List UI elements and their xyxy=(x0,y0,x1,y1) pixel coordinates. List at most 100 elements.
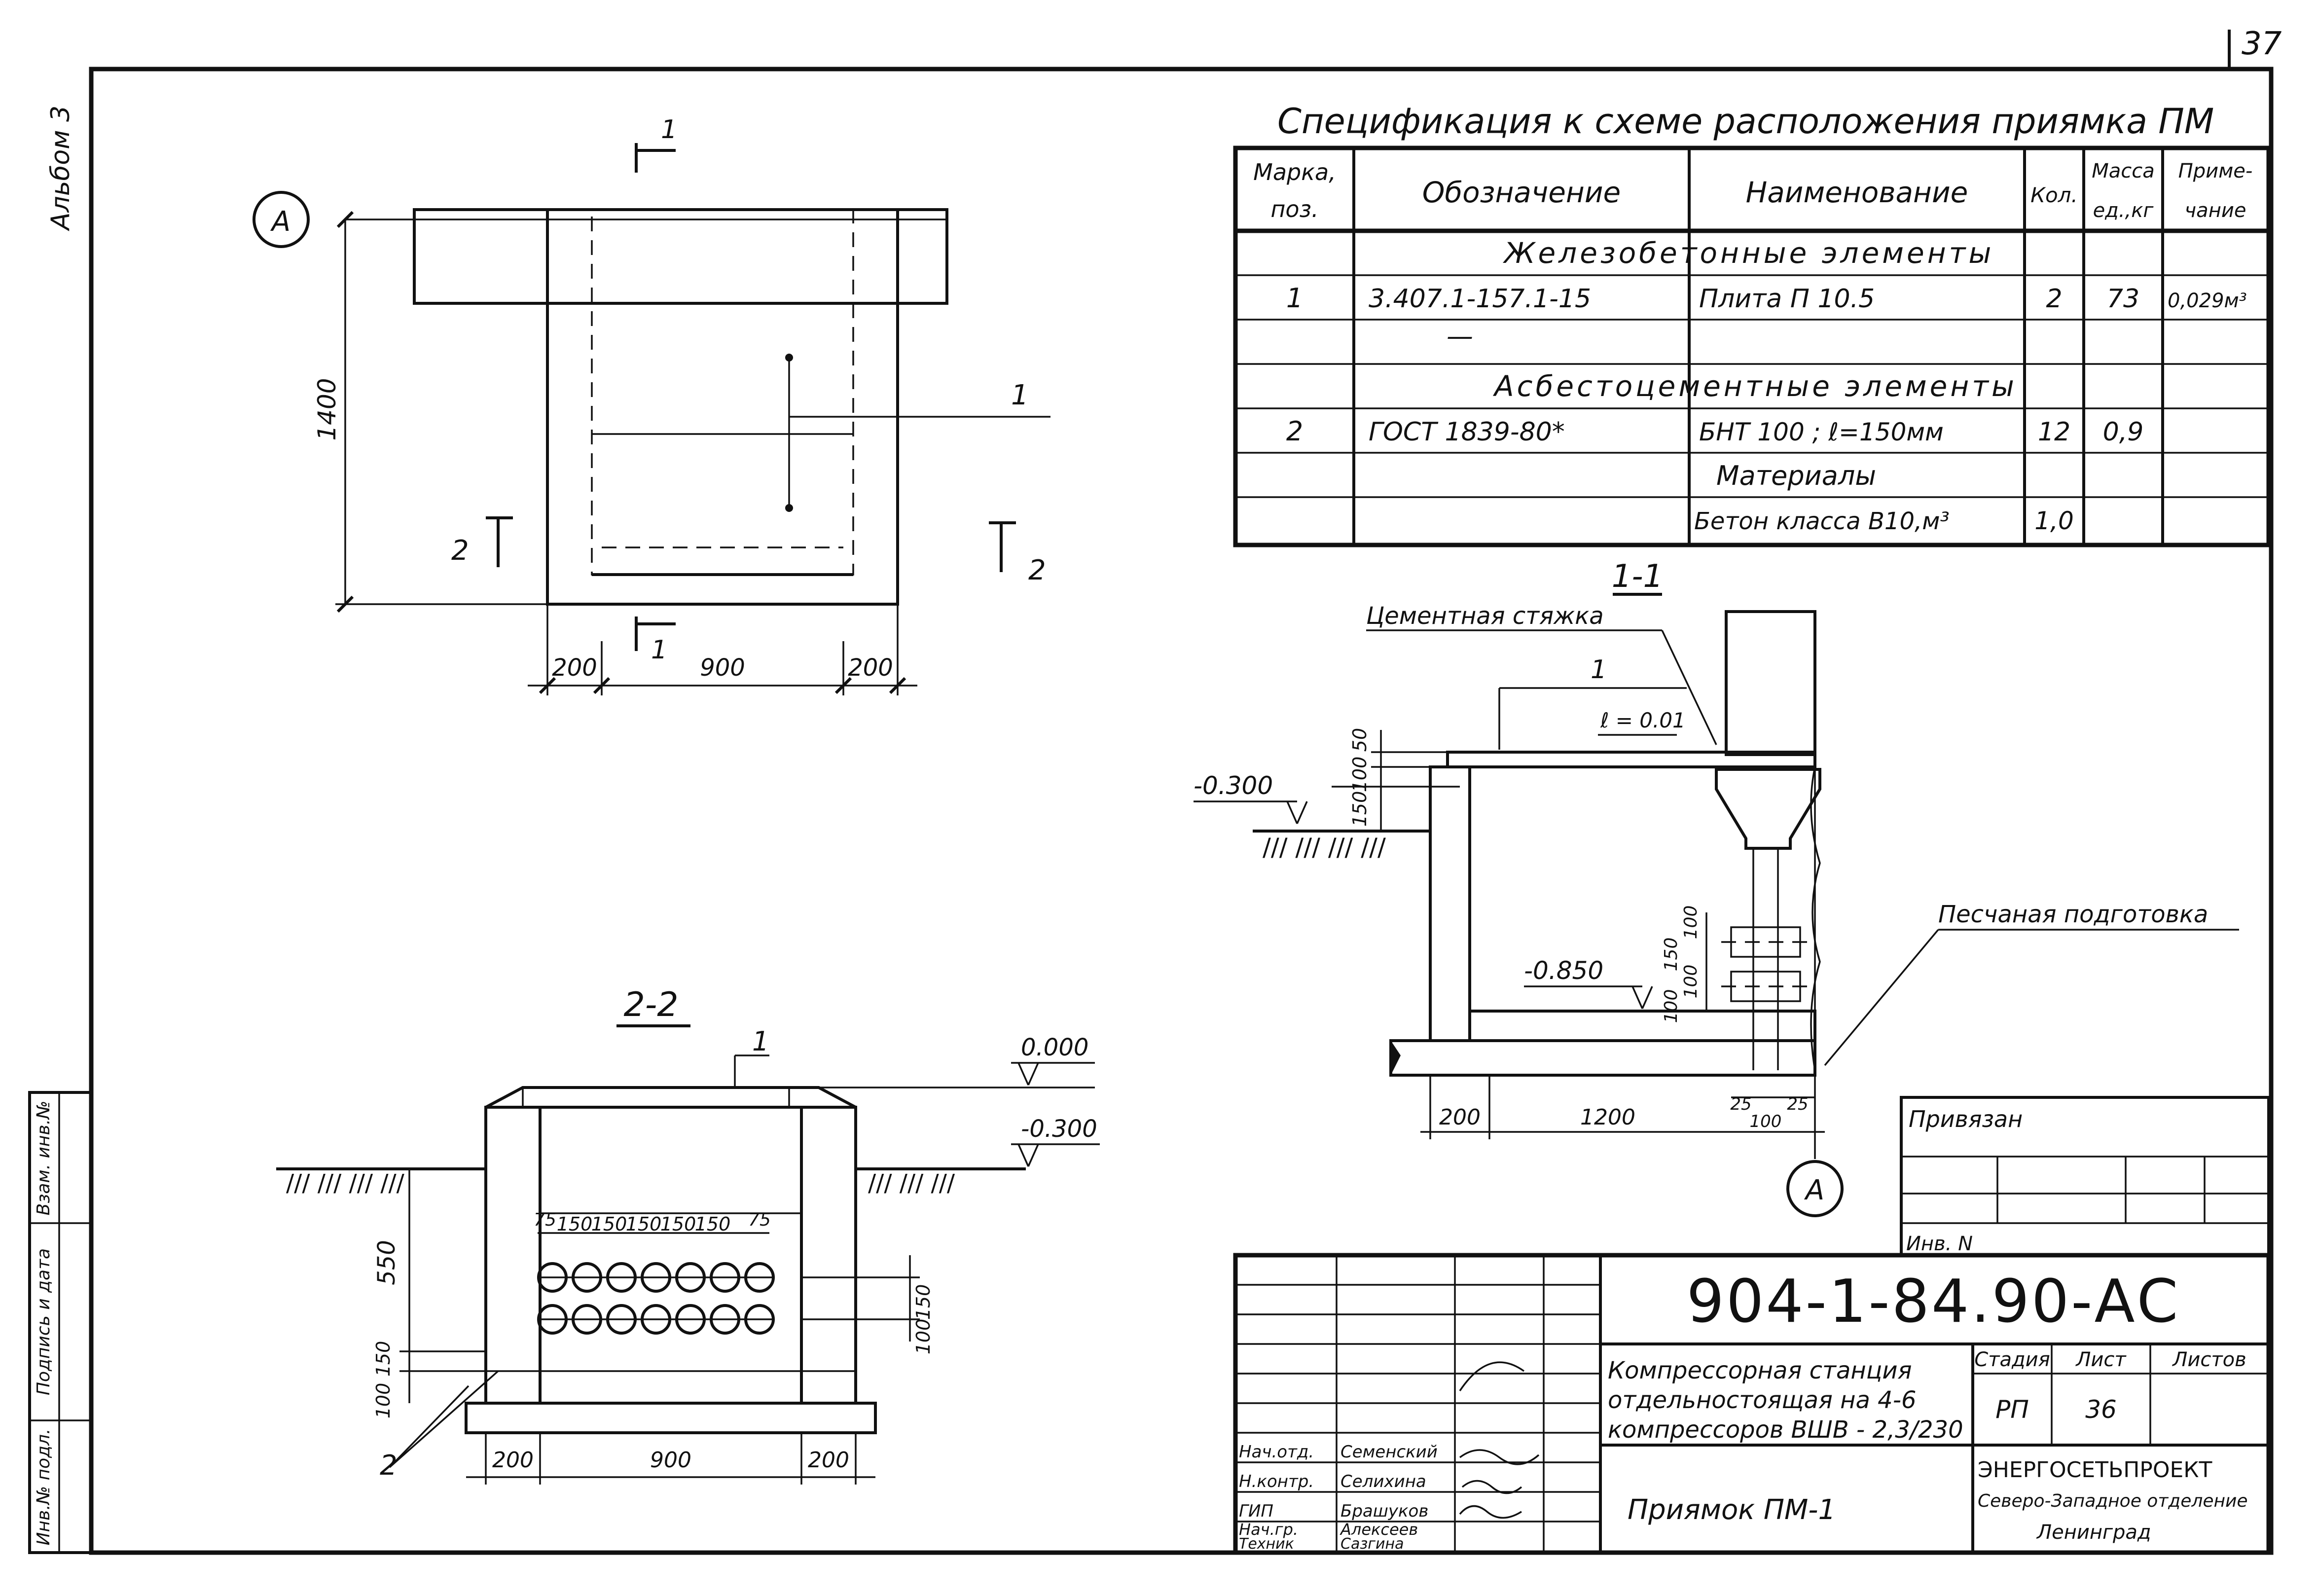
plan-dim-200-right: 200 xyxy=(848,654,893,682)
row2-mass: 0,9 xyxy=(2103,417,2144,447)
axis-label-a: А xyxy=(270,206,290,238)
s22-dim-200-left: 200 xyxy=(492,1448,534,1473)
group-reinforced-concrete: Железобетонные элементы xyxy=(1503,236,1994,270)
tb-role-0: Нач.отд. xyxy=(1239,1442,1314,1462)
tb-name-3: Алексеев xyxy=(1340,1520,1418,1539)
axis-marker-a xyxy=(253,191,310,248)
tb-name-1: Селихина xyxy=(1340,1472,1426,1491)
s22-ground-left: /// /// /// /// xyxy=(286,1169,405,1197)
tb-role-4: Техник xyxy=(1239,1535,1294,1553)
tb-org-1: ЭНЕРГОСЕТЬПРОЕКТ xyxy=(1978,1457,2212,1483)
tb-project-1: Компрессорная станция xyxy=(1608,1357,1912,1384)
screed-label: Цементная стяжка xyxy=(1366,602,1604,630)
s22-dim-right-150: 150 xyxy=(912,1284,934,1320)
approval-mark xyxy=(1459,1361,1525,1391)
section11-left-wall xyxy=(1429,765,1471,1042)
pipe-sleeve-lower xyxy=(1730,971,1801,1002)
top-slab xyxy=(1446,751,1816,768)
tb-sheet: 36 xyxy=(2085,1395,2117,1424)
tb-sheets-header: Листов xyxy=(2172,1348,2246,1371)
plan-view: А 1 1 1 2 2 1400 2 xyxy=(253,115,1050,695)
pit-inner-dashed xyxy=(591,209,854,576)
pipe-gap-75-left: 75 xyxy=(534,1210,556,1230)
row1-mark: 1 xyxy=(1286,283,1303,314)
tb-role-3: Нач.гр. xyxy=(1239,1520,1298,1539)
tb-name-0: Семенский xyxy=(1340,1442,1438,1462)
axis-marker-a-section xyxy=(1786,1160,1844,1217)
hdr-designation: Обозначение xyxy=(1422,176,1621,209)
pipe-dim-100a: 100 xyxy=(1681,906,1701,940)
pipe-sleeve-upper xyxy=(1730,926,1801,958)
signature-scribble xyxy=(1459,1449,1540,1519)
hdr-mass-1: Масса xyxy=(2092,160,2155,182)
wall-column-hatched xyxy=(1725,610,1816,756)
plan-pos-label: 1 xyxy=(1011,379,1029,411)
cut-label-bottom: 1 xyxy=(651,635,667,665)
s22-dim-550: 550 xyxy=(373,1240,400,1285)
title-block: Нач.отд. Семенский Н.контр. Селихина ГИП… xyxy=(1233,1253,2271,1555)
side-inv-podl: Инв.№ подл. xyxy=(34,1429,54,1546)
spec-title: Спецификация к схеме расположения приямк… xyxy=(1277,101,2214,142)
pipe-bottom-25b: 25 xyxy=(1787,1094,1808,1114)
privyazan-block: Привязан Инв. N xyxy=(1900,1096,2270,1257)
level-minus-300: -0.300 xyxy=(1194,771,1273,800)
hdr-qty: Кол. xyxy=(2030,183,2078,207)
pipe-gap-150-1: 150 xyxy=(557,1213,593,1235)
tb-org-2: Северо-Западное отделение xyxy=(1978,1491,2248,1511)
sand-layer xyxy=(1389,1039,1816,1077)
s22-cover-hatched xyxy=(522,1087,790,1108)
axis-label-a-section: А xyxy=(1804,1174,1824,1206)
row1-dash: — xyxy=(1447,321,1473,352)
level-minus-850: -0.850 xyxy=(1524,956,1603,985)
pipe-bottom-25a: 25 xyxy=(1730,1094,1751,1114)
row1-qty: 2 xyxy=(2046,284,2062,314)
tb-project-3: компрессоров ВШВ - 2,3/230 xyxy=(1608,1416,1963,1444)
cut-label-right: 2 xyxy=(1028,554,1046,586)
tb-stage-header: Стадия xyxy=(1974,1348,2050,1371)
pipe-dim-100c: 100 xyxy=(1661,989,1681,1023)
dim-top-150: 150 xyxy=(1349,791,1371,827)
s22-dim-left-150: 150 xyxy=(372,1341,394,1377)
hdr-mark-1: Марка, xyxy=(1253,159,1336,185)
s22-dim-left-100: 100 xyxy=(372,1383,394,1419)
pipe-bottom-100: 100 xyxy=(1750,1112,1782,1131)
specification-table: Спецификация к схеме расположения приямк… xyxy=(1233,101,2271,547)
section22-title: 2-2 xyxy=(623,985,678,1024)
album-label: Альбом 3 xyxy=(46,106,75,231)
tb-project-2: отдельностоящая на 4-6 xyxy=(1608,1386,1917,1414)
s22-right-wall xyxy=(800,1106,857,1405)
dim-top-100: 100 xyxy=(1349,757,1371,793)
plan-dim-200-left: 200 xyxy=(552,654,597,682)
row2-qty: 12 xyxy=(2038,417,2070,447)
s11-dim-200: 200 xyxy=(1439,1105,1481,1130)
pipe-gap-75-right: 75 xyxy=(748,1210,771,1230)
privyazan-title: Привязан xyxy=(1909,1106,2023,1132)
materials-label: Материалы xyxy=(1716,460,1876,491)
row3-name: Бетон класса В10,м³ xyxy=(1694,508,1950,535)
s22-dim-900: 900 xyxy=(650,1448,691,1473)
tb-stage: РП xyxy=(1995,1395,2029,1424)
section-2-2: 2-2 1 /// /// /// /// /// /// /// 0.000 … xyxy=(276,985,1100,1485)
pipe-dim-150: 150 xyxy=(1661,938,1681,972)
hdr-name: Наименование xyxy=(1746,176,1968,209)
row1-designation: 3.407.1-157.1-15 xyxy=(1369,284,1591,314)
row2-designation: ГОСТ 1839-80* xyxy=(1369,417,1565,447)
pipe-gap-150-5: 150 xyxy=(695,1213,731,1235)
dim-top-50: 50 xyxy=(1349,728,1371,752)
s22-level-m300: -0.300 xyxy=(1021,1115,1097,1143)
row1-note: 0,029м³ xyxy=(2168,290,2247,312)
s22-ground-right: /// /// /// xyxy=(868,1169,955,1197)
tb-name-2: Брашуков xyxy=(1340,1501,1428,1521)
slope-label: ℓ = 0.01 xyxy=(1600,708,1686,732)
s22-level-0: 0.000 xyxy=(1021,1034,1088,1061)
hdr-mark-2: поз. xyxy=(1270,196,1318,222)
s22-dim-right-100: 100 xyxy=(912,1319,934,1355)
plan-dim-900: 900 xyxy=(700,654,745,682)
s11-dim-1200: 1200 xyxy=(1580,1105,1635,1130)
s22-dim-200-right: 200 xyxy=(808,1448,849,1473)
pipe-gap-150-3: 150 xyxy=(626,1213,662,1235)
tb-name-4: Сазгина xyxy=(1340,1535,1404,1553)
tb-role-2: ГИП xyxy=(1239,1501,1273,1521)
s22-left-wall xyxy=(484,1106,542,1405)
